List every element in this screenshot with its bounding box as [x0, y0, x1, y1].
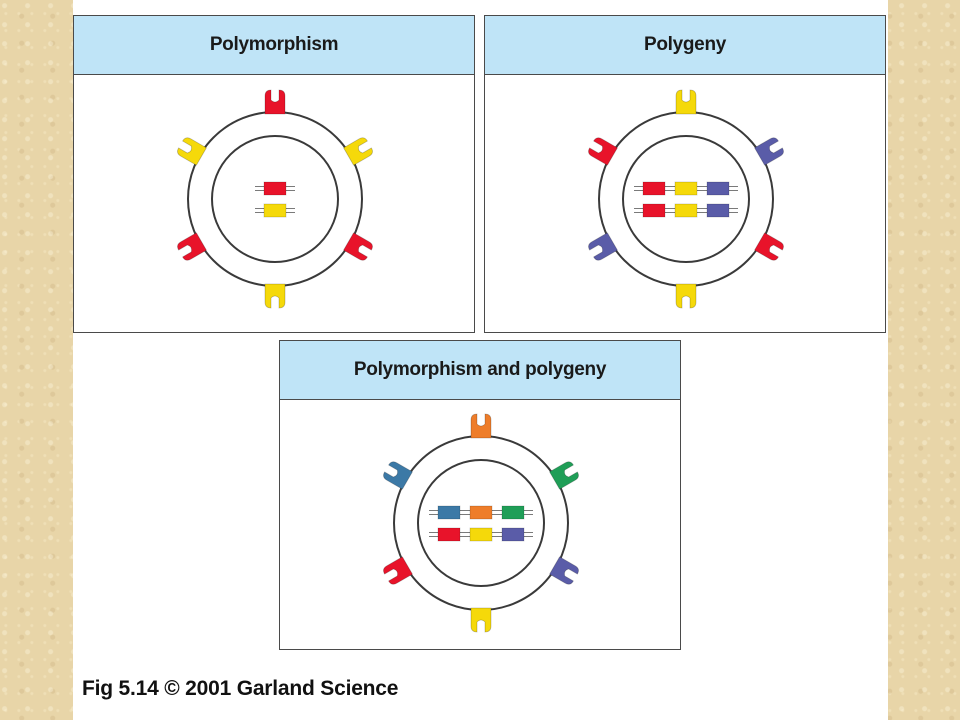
gene-block: [674, 181, 698, 196]
mhc-receptor: [264, 283, 286, 309]
mhc-receptor: [675, 89, 697, 115]
mhc-receptor: [343, 137, 373, 166]
mhc-receptor: [383, 556, 413, 585]
gene-block: [263, 181, 287, 196]
mhc-receptor: [754, 137, 784, 166]
gene-block: [469, 527, 493, 542]
polymorphism-panel: Polymorphism: [73, 15, 475, 333]
mhc-receptor: [264, 89, 286, 115]
mhc-receptor: [383, 461, 413, 490]
mhc-receptor: [177, 232, 207, 261]
mhc-receptor: [470, 413, 492, 439]
mhc-receptor: [549, 461, 579, 490]
mhc-receptor: [470, 607, 492, 633]
gene-block: [437, 527, 461, 542]
figure-caption: Fig 5.14 © 2001 Garland Science: [82, 677, 399, 700]
polygeny-panel: Polygeny: [484, 15, 886, 333]
mhc-receptor: [754, 232, 784, 261]
mhc-receptor: [675, 283, 697, 309]
mhc-receptor: [588, 137, 618, 166]
cell-diagram: [383, 413, 579, 633]
mhc-receptor: [588, 232, 618, 261]
mhc-receptor: [343, 232, 373, 261]
gene-block: [501, 527, 525, 542]
gene-block: [642, 181, 666, 196]
polymorphism-and-polygeny-panel: Polymorphism and polygeny: [279, 340, 681, 650]
mhc-receptor: [549, 556, 579, 585]
gene-block: [263, 203, 287, 218]
cell-nucleus: [622, 135, 750, 263]
gene-block: [674, 203, 698, 218]
cell-nucleus: [417, 459, 545, 587]
mhc-receptor: [177, 137, 207, 166]
gene-block: [469, 505, 493, 520]
panel-title: Polymorphism: [74, 16, 474, 75]
cell-nucleus: [211, 135, 339, 263]
gene-block: [437, 505, 461, 520]
cell-diagram: [588, 89, 784, 309]
gene-block: [706, 203, 730, 218]
panel-title: Polygeny: [485, 16, 885, 75]
panel-title: Polymorphism and polygeny: [280, 341, 680, 400]
gene-block: [706, 181, 730, 196]
gene-block: [642, 203, 666, 218]
cell-diagram: [177, 89, 373, 309]
gene-block: [501, 505, 525, 520]
